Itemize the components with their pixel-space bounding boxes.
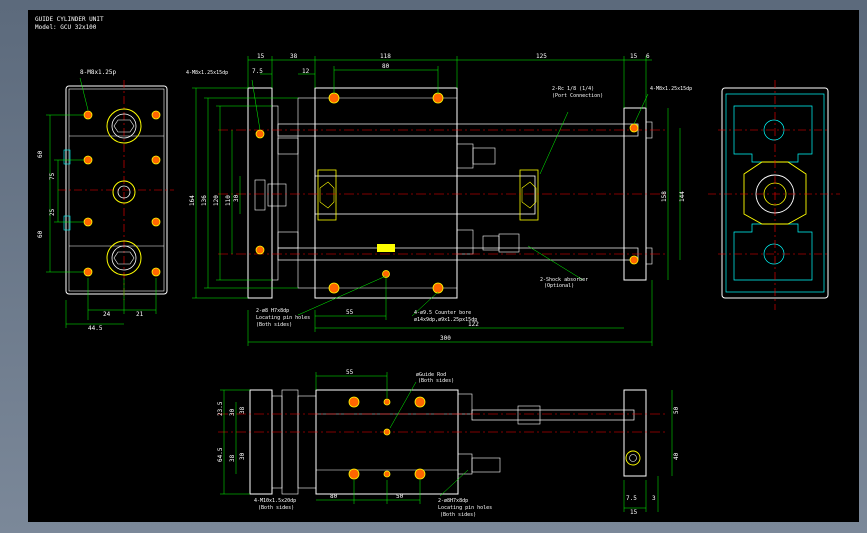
note-bottom-right: 2-ø8H7x8dp (438, 498, 468, 504)
note-port-connection: (Port Connection) (552, 93, 603, 99)
dim-bot-30b: 30 (239, 452, 246, 460)
dim-mid-55: 55 (346, 309, 354, 316)
dim-bot-64-5: 64.5 (217, 447, 224, 462)
dim-top-15b: 15 (630, 53, 638, 60)
dim-bot-50-right: 50 (673, 406, 680, 414)
dim-bot-80: 80 (330, 493, 338, 500)
nameplate (377, 244, 395, 252)
dim-bot-40: 40 (673, 452, 680, 460)
main-front-view: 15 38 118 80 125 15 6 7.5 12 164 136 120… (186, 53, 692, 346)
dim-bot-50: 50 (396, 493, 404, 500)
rod-top-symbol (106, 108, 142, 144)
dim-top-80: 80 (382, 63, 390, 70)
dim-bot-15: 15 (630, 509, 638, 516)
cad-drawing: GUIDE CYLINDER UNIT Model: GCU 32x100 (35, 16, 840, 518)
dim-mid-300: 300 (440, 335, 451, 342)
dim-left-21: 21 (136, 311, 144, 318)
dim-bot-7-5: 7.5 (626, 495, 637, 502)
dim-side-164: 164 (189, 195, 196, 206)
dim-bot-30a: 30 (229, 408, 236, 416)
note-right-holes: 4-M8x1.25x15dp (650, 86, 692, 92)
dim-top-7-5: 7.5 (252, 68, 263, 75)
right-end-view (708, 80, 840, 310)
dim-top-118: 118 (380, 53, 391, 60)
dim-left-75: 75 (49, 172, 56, 180)
dim-top-125: 125 (536, 53, 547, 60)
bottom-view-holes (348, 396, 426, 480)
rod-bottom-symbol (106, 240, 142, 276)
dim-side-136: 136 (201, 195, 208, 206)
dim-bot-38b: 38 (229, 454, 236, 462)
left-end-view: 8-M8x1.25p 60 75 25 60 24 21 44.5 (37, 69, 174, 332)
drawing-model: Model: GCU 32x100 (35, 24, 97, 31)
note-bottom-left: 4-M10x1.5x20dp (254, 498, 296, 504)
note-counterbore: 4-ø9.5 Counter bore (414, 310, 471, 316)
note-left-holes: 4-M8x1.25x15dp (186, 70, 228, 76)
note-port: 2-Rc 1/8 (1/4) (552, 86, 594, 92)
dim-bot-38a: 38 (239, 406, 246, 414)
note-bottom-right-locating: Locating pin holes (438, 505, 492, 511)
dim-left-60a: 60 (37, 150, 44, 158)
dim-left-25: 25 (49, 208, 56, 216)
drawing-canvas[interactable]: GUIDE CYLINDER UNIT Model: GCU 32x100 (28, 10, 859, 522)
dim-side-120: 120 (213, 195, 220, 206)
dim-side-158: 158 (661, 191, 668, 202)
left-view-holes (83, 110, 161, 277)
dim-left-24: 24 (103, 311, 111, 318)
dim-side-30: 30 (233, 194, 240, 202)
note-bottom-left-both: (Both sides) (258, 505, 294, 511)
main-view-holes (255, 92, 639, 294)
dim-top-12: 12 (302, 68, 310, 75)
dim-side-144: 144 (679, 191, 686, 202)
note-bottom-right-both: (Both sides) (440, 512, 476, 518)
drawing-title: GUIDE CYLINDER UNIT (35, 16, 104, 23)
note-shock: 2-Shock absorber (540, 277, 588, 283)
bottom-plan-view: 55 23.5 30 38 64.5 38 30 80 50 50 40 7.5… (217, 369, 680, 518)
note-shock-optional: (Optional) (544, 283, 574, 289)
note-front-holes: 8-M8x1.25p (80, 69, 117, 76)
main-view-dimensions (192, 56, 681, 346)
note-counterbore-detail: ø14x9dp,ø9x1.25px15dp (414, 317, 477, 323)
note-slot: øGuide Rod (416, 372, 446, 378)
note-pin-both-sides: (Both sides) (256, 322, 292, 328)
dim-mid-122: 122 (468, 321, 479, 328)
dim-top-38: 38 (290, 53, 298, 60)
dim-left-60b: 60 (37, 230, 44, 238)
dim-bot-23-5: 23.5 (217, 401, 224, 416)
dim-bot-3: 3 (652, 495, 656, 502)
note-pin-holes: 2-ø8 H7x8dp (256, 308, 289, 314)
dim-left-44-5: 44.5 (88, 325, 103, 332)
dim-side-110: 110 (225, 195, 232, 206)
dim-bot-55: 55 (346, 369, 354, 376)
dim-top-6: 6 (646, 53, 650, 60)
note-pin-locating: Locating pin holes (256, 315, 310, 321)
note-slot-both: (Both sides) (418, 378, 454, 384)
dim-top-15: 15 (257, 53, 265, 60)
